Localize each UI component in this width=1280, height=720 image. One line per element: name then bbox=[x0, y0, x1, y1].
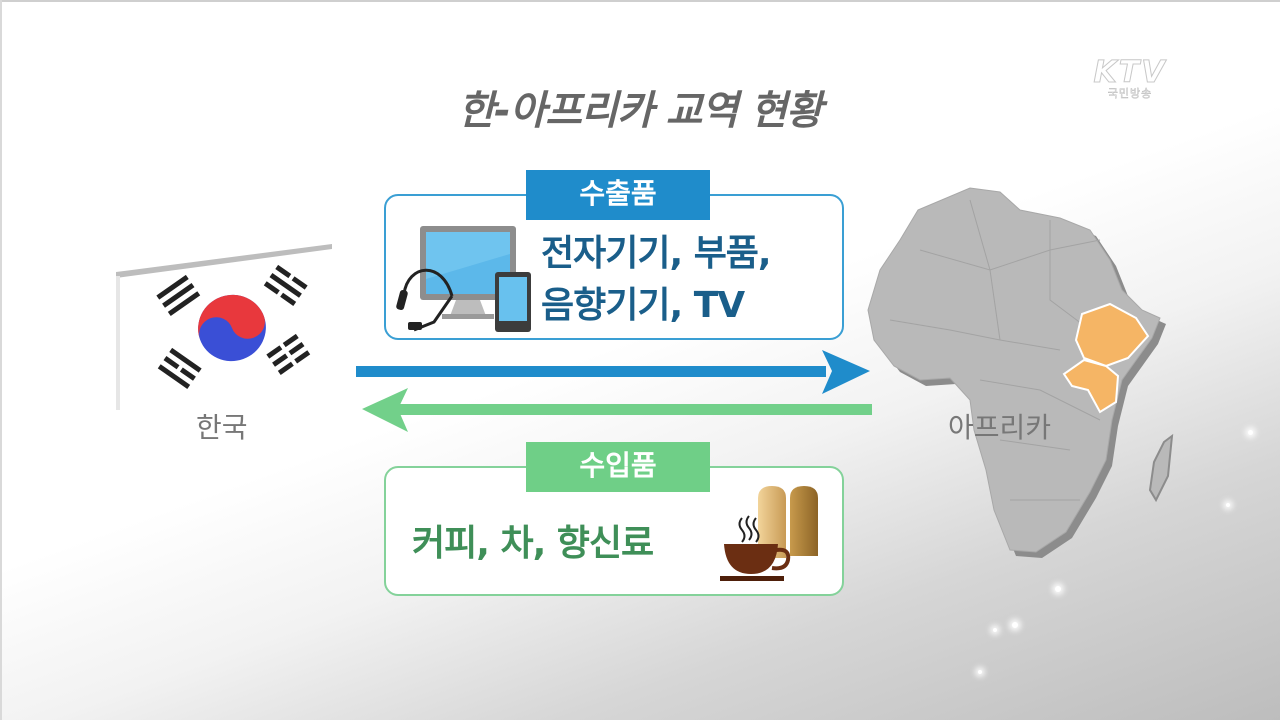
import-arrow-icon bbox=[362, 388, 872, 432]
sparkle-decoration bbox=[1012, 622, 1018, 628]
export-items: 전자기기, 부품, 음향기기, TV bbox=[541, 228, 772, 332]
coffee-spice-icon bbox=[716, 486, 831, 586]
africa-label: 아프리카 bbox=[948, 411, 1052, 444]
import-items: 커피, 차, 향신료 bbox=[412, 523, 654, 564]
export-tag: 수출품 bbox=[526, 170, 710, 220]
import-box: 수입품 커피, 차, 향신료 bbox=[384, 442, 844, 596]
sparkle-decoration bbox=[978, 670, 982, 674]
electronics-icon bbox=[390, 224, 535, 334]
export-line-2: 음향기기, TV bbox=[541, 285, 745, 326]
sparkle-decoration bbox=[1226, 503, 1230, 507]
sparkle-decoration bbox=[993, 628, 997, 632]
frame-border-top bbox=[0, 0, 1280, 2]
export-line-1: 전자기기, 부품, bbox=[541, 233, 772, 274]
export-box: 수출품 전자기기, 부품, 음향기기, TV bbox=[384, 170, 844, 340]
ktv-logo: KTV 국민방송 bbox=[1070, 55, 1190, 103]
page-title: 한-아프리카 교역 현황 bbox=[458, 88, 823, 134]
korea-label: 한국 bbox=[196, 411, 248, 444]
import-tag: 수입품 bbox=[526, 442, 710, 492]
sparkle-decoration bbox=[1248, 430, 1253, 435]
korean-flag-icon bbox=[110, 240, 340, 415]
sparkle-decoration bbox=[1055, 586, 1061, 592]
frame-border-left bbox=[0, 0, 2, 720]
export-arrow-icon bbox=[356, 350, 870, 394]
trade-arrows bbox=[350, 350, 880, 435]
logo-sub-text: 국민방송 bbox=[1107, 87, 1153, 100]
logo-main-text: KTV bbox=[1093, 55, 1167, 90]
africa-map-icon bbox=[860, 180, 1190, 580]
